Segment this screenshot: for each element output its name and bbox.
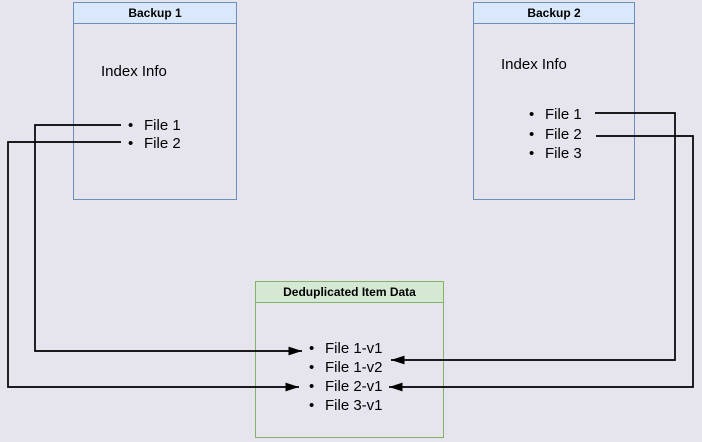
list-item: File 1-v2 — [309, 358, 383, 377]
dedup-title: Deduplicated Item Data — [256, 282, 443, 303]
backup1-subtitle: Index Info — [101, 63, 167, 80]
backup1-box: Backup 1 Index Info File 1 File 2 — [73, 2, 237, 200]
backup2-file-list: File 1 File 2 File 3 — [529, 105, 582, 164]
list-item: File 2 — [128, 135, 181, 153]
backup2-box: Backup 2 Index Info File 1 File 2 File 3 — [473, 2, 635, 200]
list-item: File 2 — [529, 125, 582, 145]
backup2-title: Backup 2 — [474, 3, 634, 24]
backup1-title: Backup 1 — [74, 3, 236, 24]
backup2-subtitle: Index Info — [501, 56, 567, 73]
list-item: File 3-v1 — [309, 396, 383, 415]
list-item: File 1-v1 — [309, 339, 383, 358]
list-item: File 1 — [128, 117, 181, 135]
dedup-file-list: File 1-v1 File 1-v2 File 2-v1 File 3-v1 — [309, 339, 383, 415]
list-item: File 3 — [529, 144, 582, 164]
dedup-box: Deduplicated Item Data File 1-v1 File 1-… — [255, 281, 444, 438]
backup1-file-list: File 1 File 2 — [128, 117, 181, 153]
list-item: File 1 — [529, 105, 582, 125]
list-item: File 2-v1 — [309, 377, 383, 396]
